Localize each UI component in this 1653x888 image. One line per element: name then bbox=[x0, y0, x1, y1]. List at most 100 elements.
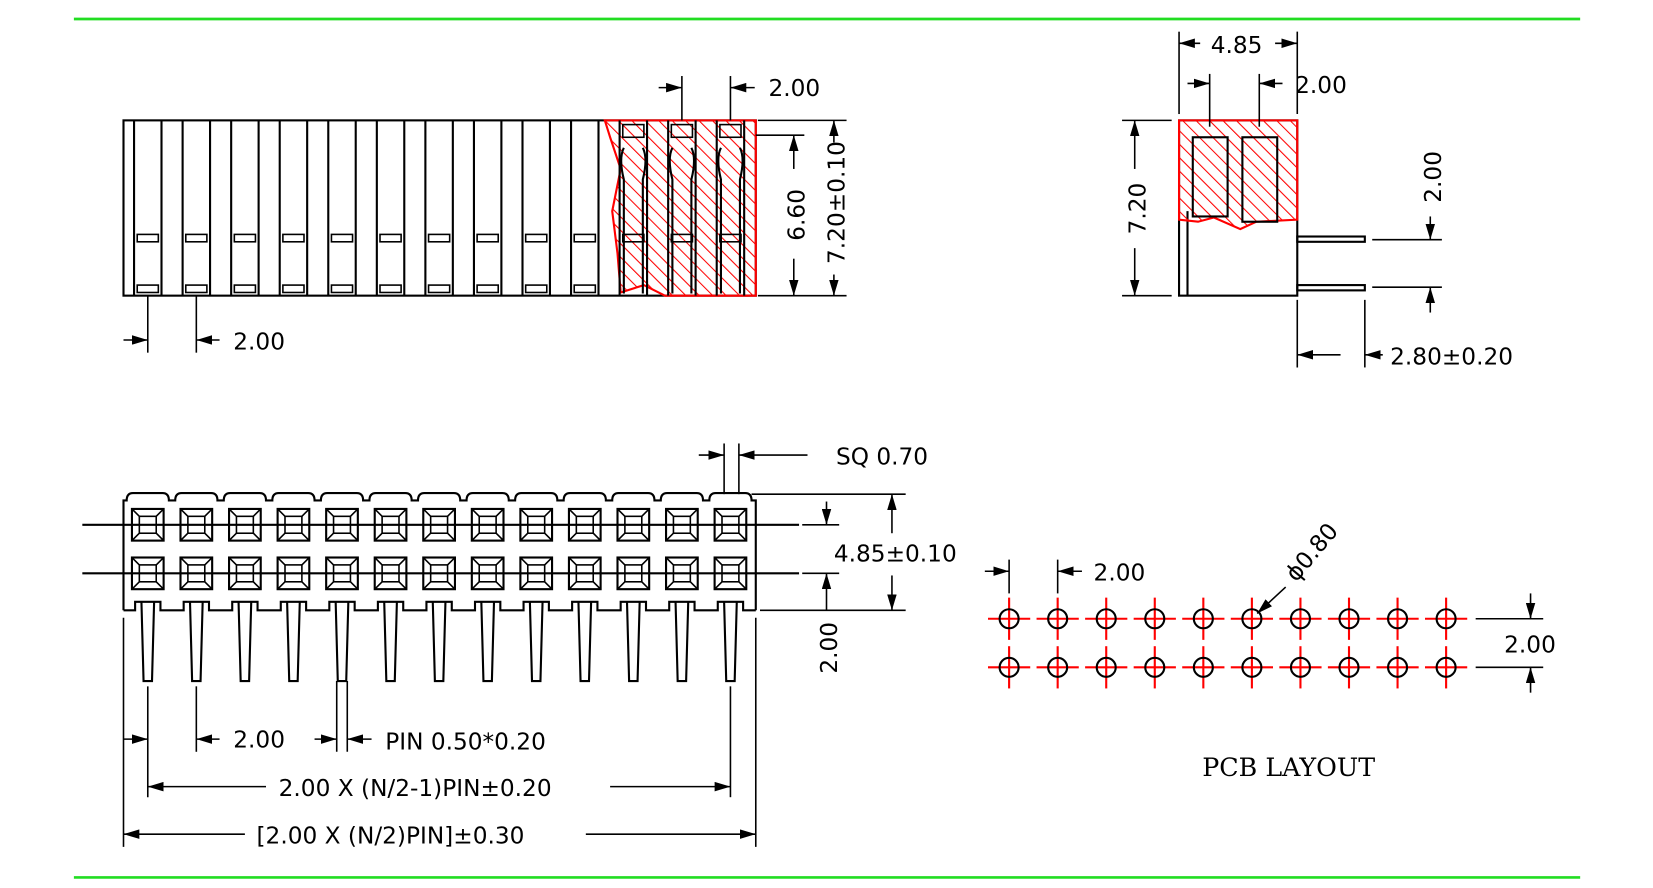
side-height-inner-label: 6.60 bbox=[783, 189, 810, 241]
pin bbox=[237, 601, 253, 683]
front-view bbox=[82, 492, 800, 683]
contact-window bbox=[233, 284, 257, 294]
socket-square bbox=[373, 507, 408, 542]
socket-inner bbox=[429, 564, 449, 583]
socket-inner bbox=[235, 564, 255, 583]
pcb-hole bbox=[1338, 656, 1360, 678]
socket-chamfer bbox=[665, 508, 699, 542]
side-height-total-label: 7.20±0.10 bbox=[823, 141, 850, 264]
socket-inner bbox=[672, 564, 692, 583]
socket-chamfer bbox=[568, 556, 602, 590]
pin bbox=[188, 601, 204, 683]
socket-inner bbox=[381, 564, 400, 583]
contact-window bbox=[282, 233, 305, 243]
socket-square bbox=[228, 556, 262, 591]
pin bbox=[431, 601, 447, 683]
socket-inner bbox=[187, 564, 206, 583]
pcb-hole bbox=[1144, 608, 1166, 630]
contact-window bbox=[282, 284, 305, 294]
pcb-hole bbox=[1095, 608, 1117, 630]
pcb-hole bbox=[1338, 608, 1360, 630]
contact-window bbox=[427, 284, 451, 294]
pcb-hole bbox=[998, 608, 1020, 630]
contact-window bbox=[719, 233, 742, 243]
socket-chamfer bbox=[616, 508, 650, 542]
pcb-layout-title: PCB LAYOUT bbox=[1202, 752, 1375, 782]
span-total-label: [2.00 X (N/2)PIN]±0.30 bbox=[257, 823, 525, 850]
socket-inner bbox=[235, 515, 255, 535]
pcb-dimensions bbox=[984, 559, 1544, 693]
contact-top bbox=[670, 123, 694, 139]
pin bbox=[723, 601, 738, 683]
socket-inner bbox=[526, 564, 546, 583]
end-dimensions bbox=[1122, 31, 1442, 368]
contact-window bbox=[621, 233, 645, 243]
socket-chamfer bbox=[228, 556, 262, 590]
end-height-label: 7.20 bbox=[1124, 183, 1151, 235]
socket-inner bbox=[721, 515, 740, 535]
socket-square bbox=[567, 556, 602, 591]
pin bbox=[528, 601, 544, 683]
socket-inner bbox=[381, 515, 400, 535]
span-inner-label: 2.00 X (N/2-1)PIN±0.20 bbox=[279, 775, 552, 802]
housing-outline bbox=[122, 492, 757, 611]
pin bbox=[286, 601, 301, 683]
contact-window bbox=[427, 233, 451, 243]
socket-square bbox=[519, 507, 554, 542]
pcb-hole bbox=[1435, 608, 1457, 630]
contact-top bbox=[621, 123, 645, 139]
contact-window bbox=[184, 233, 208, 243]
socket-inner bbox=[526, 515, 546, 535]
pin bbox=[577, 601, 593, 683]
socket-chamfer bbox=[568, 508, 602, 542]
socket-inner bbox=[575, 564, 595, 583]
end-row-pitch-label: 2.00 bbox=[1295, 72, 1347, 99]
socket-square bbox=[470, 507, 505, 542]
socket-square bbox=[130, 556, 165, 591]
pcb-hole bbox=[1047, 656, 1069, 678]
front-dimensions bbox=[122, 443, 906, 847]
socket-chamfer bbox=[422, 508, 456, 542]
housing-bottom bbox=[123, 600, 756, 612]
socket-chamfer bbox=[519, 508, 553, 542]
socket-square bbox=[713, 556, 748, 591]
pcb-row-pitch-label: 2.00 bbox=[1504, 632, 1556, 659]
side-dimensions bbox=[123, 76, 847, 353]
socket-chamfer bbox=[714, 556, 747, 590]
contact-window bbox=[233, 233, 257, 243]
side-pitch-top-label: 2.00 bbox=[768, 75, 820, 102]
socket-chamfer bbox=[665, 556, 699, 590]
socket-chamfer bbox=[471, 556, 505, 590]
socket-inner bbox=[624, 564, 643, 583]
socket-chamfer bbox=[325, 508, 359, 542]
pin-size-label: PIN 0.50*0.20 bbox=[385, 729, 546, 756]
socket-chamfer bbox=[325, 556, 359, 590]
contact-window bbox=[136, 233, 160, 243]
contact-spring bbox=[717, 147, 744, 294]
socket-inner bbox=[429, 515, 449, 535]
end-section-cut bbox=[1178, 119, 1299, 231]
pcb-pitch-label: 2.00 bbox=[1094, 560, 1146, 587]
socket-square bbox=[179, 556, 214, 591]
pin bbox=[383, 601, 398, 683]
end-width-label: 4.85 bbox=[1211, 32, 1263, 59]
pcb-hole bbox=[1241, 608, 1263, 630]
socket-inner bbox=[138, 515, 158, 535]
contact-window bbox=[330, 233, 354, 243]
socket-chamfer bbox=[131, 556, 165, 590]
side-pitch-bottom-label: 2.00 bbox=[233, 328, 285, 355]
front-width-label: 4.85±0.10 bbox=[834, 541, 957, 568]
socket-square bbox=[665, 507, 699, 542]
contact-window bbox=[379, 233, 402, 243]
section-cut bbox=[603, 119, 757, 297]
contact-window bbox=[476, 233, 500, 243]
contact-spring bbox=[620, 147, 647, 294]
socket-square bbox=[470, 556, 505, 591]
contact-window bbox=[330, 284, 354, 294]
socket-inner bbox=[721, 564, 740, 583]
end-view bbox=[1178, 119, 1366, 297]
socket-chamfer bbox=[374, 508, 407, 542]
front-pitch-label: 2.00 bbox=[233, 727, 285, 754]
socket-chamfer bbox=[714, 508, 747, 542]
